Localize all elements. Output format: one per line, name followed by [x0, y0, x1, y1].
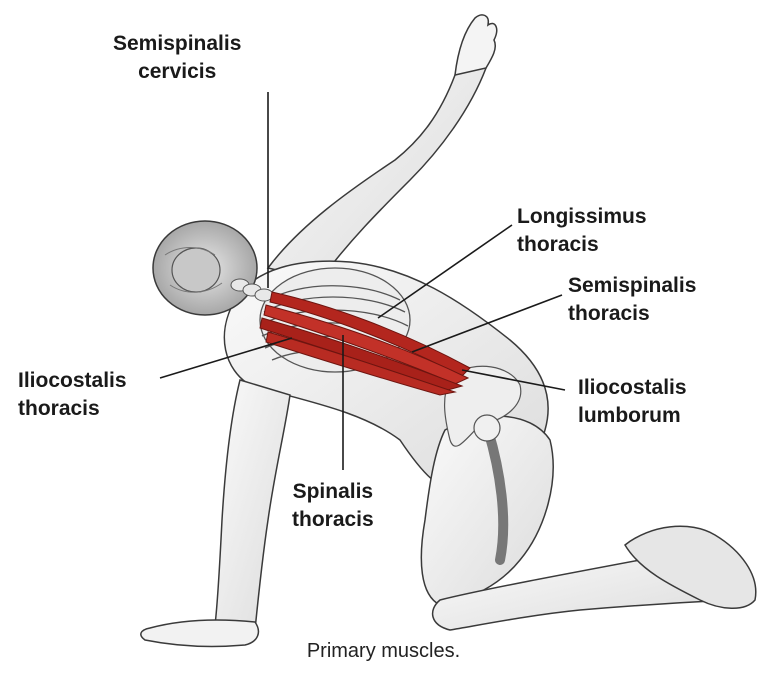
label-line: thoracis: [18, 395, 127, 423]
label-line: Spinalis: [292, 478, 374, 506]
label-line: Semispinalis: [568, 272, 696, 300]
label-line: Semispinalis: [113, 30, 241, 58]
label-spinalis-thoracis: Spinalis thoracis: [292, 478, 374, 534]
figure-caption: Primary muscles.: [0, 640, 767, 663]
label-line: Iliocostalis: [578, 374, 687, 402]
femur-head: [474, 415, 500, 441]
raised-hand: [455, 15, 497, 75]
support-arm: [215, 380, 290, 630]
label-line: lumborum: [578, 402, 687, 430]
hair-bun: [172, 248, 220, 292]
label-semispinalis-cervicis: Semispinalis cervicis: [113, 30, 241, 86]
label-line: cervicis: [113, 58, 241, 86]
label-longissimus-thoracis: Longissimus thoracis: [517, 203, 647, 259]
label-line: thoracis: [568, 300, 696, 328]
label-iliocostalis-lumborum: Iliocostalis lumborum: [578, 374, 687, 430]
label-semispinalis-thoracis: Semispinalis thoracis: [568, 272, 696, 328]
label-line: thoracis: [292, 506, 374, 534]
label-line: Longissimus: [517, 203, 647, 231]
label-line: Iliocostalis: [18, 367, 127, 395]
label-iliocostalis-thoracis: Iliocostalis thoracis: [18, 367, 127, 423]
label-line: thoracis: [517, 231, 647, 259]
